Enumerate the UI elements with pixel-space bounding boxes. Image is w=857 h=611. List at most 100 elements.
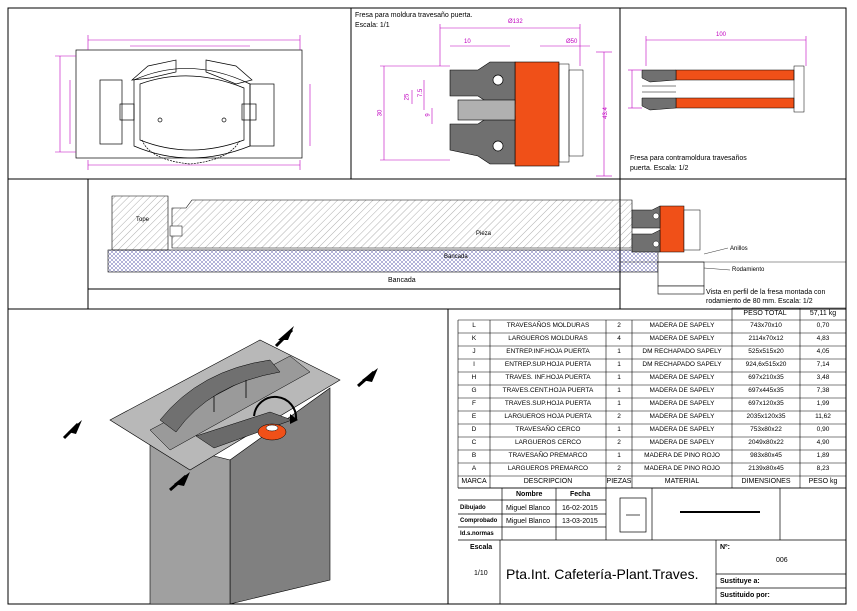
cell-material: DM RECHAPADO SAPELY xyxy=(642,361,722,368)
cell-dim: 2139x80x45 xyxy=(748,465,784,472)
cell-dim: 924,6x515x20 xyxy=(745,361,787,368)
cell-marca: A xyxy=(471,465,477,472)
cell-peso: 4,83 xyxy=(816,335,830,342)
cell-dim: 697x210x35 xyxy=(748,374,784,381)
moldura-caption-2: Escala: 1/1 xyxy=(355,22,390,29)
comprobado-label: Comprobado xyxy=(460,518,498,524)
cell-dim: 697x445x35 xyxy=(748,387,784,394)
sustituido-label: Sustituido por: xyxy=(720,592,770,599)
cell-piezas: 1 xyxy=(617,426,621,433)
cell-marca: D xyxy=(471,426,477,433)
cell-peso: 0,90 xyxy=(816,426,830,433)
cell-material: MADERA DE SAPELY xyxy=(649,322,715,329)
peso-total-label: PESO TOTAL xyxy=(743,310,787,317)
cell-material: DM RECHAPADO SAPELY xyxy=(642,348,722,355)
id-normas-label: Id.s.normas xyxy=(460,531,494,537)
header-marca: MARCA xyxy=(461,478,487,485)
cell-dim: 525x515x20 xyxy=(748,348,784,355)
vista-caption-2: rodamiento de 80 mm. Escala: 1/2 xyxy=(706,298,813,305)
header-material: MATERIAL xyxy=(664,478,700,485)
cell-marca: E xyxy=(471,413,477,420)
cell-dim: 2114x70x12 xyxy=(748,335,784,342)
cell-piezas: 4 xyxy=(617,335,621,342)
cell-piezas: 1 xyxy=(617,348,621,355)
comprobado-name: Miguel Blanco xyxy=(506,518,550,525)
cell-material: MADERA DE PINO ROJO xyxy=(644,452,720,459)
dim-d3: Ø50 xyxy=(566,39,578,45)
cell-desc: LARGUEROS PREMARCO xyxy=(507,465,589,472)
peso-total-value: 57,11 kg xyxy=(809,310,837,317)
cell-material: MADERA DE SAPELY xyxy=(649,439,715,446)
cell-material: MADERA DE SAPELY xyxy=(649,400,715,407)
cell-desc: LARGUEROS MOLDURAS xyxy=(508,335,588,342)
cell-piezas: 2 xyxy=(617,413,621,420)
cell-material: MADERA DE SAPELY xyxy=(649,413,715,420)
cell-desc: ENTREP.INF.HOJA PUERTA xyxy=(506,348,590,355)
cell-piezas: 1 xyxy=(617,361,621,368)
cell-marca: H xyxy=(471,374,477,381)
header-descripcion: DESCRIPCION xyxy=(523,478,573,485)
cell-peso: 1,99 xyxy=(816,400,830,407)
vista-caption-1: Vista en perfil de la fresa montada con xyxy=(706,289,826,296)
cell-dim: 2035x120x35 xyxy=(746,413,786,420)
cell-peso: 4,05 xyxy=(816,348,830,355)
cell-material: MADERA DE SAPELY xyxy=(649,335,715,342)
cell-marca: F xyxy=(472,400,476,407)
cell-desc: LARGUEROS CERCO xyxy=(514,439,582,446)
nombre-header: Nombre xyxy=(516,491,543,498)
bancada-inner-label: Bancada xyxy=(444,254,468,260)
comprobado-date: 13-03-2015 xyxy=(562,518,598,525)
cell-material: MADERA DE PINO ROJO xyxy=(644,465,720,472)
cell-peso: 0,70 xyxy=(816,322,830,329)
dibujado-date: 16-02-2015 xyxy=(562,505,598,512)
dim-d10: 100 xyxy=(716,32,727,38)
cell-marca: B xyxy=(471,452,477,459)
cell-peso: 7,14 xyxy=(816,361,830,368)
cell-marca: I xyxy=(473,361,475,368)
cell-piezas: 1 xyxy=(617,452,621,459)
cell-peso: 3,48 xyxy=(816,374,830,381)
dibujado-name: Miguel Blanco xyxy=(506,505,550,512)
dim-d1: Ø132 xyxy=(508,19,523,25)
numero-label: Nº: xyxy=(720,544,730,551)
cell-desc: LARGUEROS HOJA PUERTA xyxy=(504,413,592,420)
moldura-caption-1: Fresa para moldura travesaño puerta. xyxy=(355,12,473,19)
numero-value: 006 xyxy=(776,557,788,564)
cell-desc: TRAVES.SUP.HOJA PUERTA xyxy=(504,400,592,407)
cell-dim: 753x80x22 xyxy=(750,426,782,433)
cell-piezas: 2 xyxy=(617,322,621,329)
sustituye-label: Sustituye a: xyxy=(720,578,760,585)
contramoldura-caption-1: Fresa para contramoldura travesaños xyxy=(630,155,747,162)
header-dimensiones: DIMENSIONES xyxy=(741,478,791,485)
cell-marca: K xyxy=(471,335,477,342)
cell-peso: 1,89 xyxy=(816,452,830,459)
cell-material: MADERA DE SAPELY xyxy=(649,374,715,381)
cell-desc: TRAVES.CENT.HOJA PUERTA xyxy=(502,387,594,394)
cell-desc: TRAVESAÑO CERCO xyxy=(515,426,581,433)
dim-d2: 10 xyxy=(464,39,471,45)
cell-desc: TRAVES. INF.HOJA PUERTA xyxy=(505,374,591,381)
header-piezas: PIEZAS xyxy=(606,478,632,485)
cell-desc: TRAVESAÑOS MOLDURAS xyxy=(506,322,590,329)
cell-piezas: 1 xyxy=(617,387,621,394)
cell-material: MADERA DE SAPELY xyxy=(649,426,715,433)
cell-dim: 697x120x35 xyxy=(748,400,784,407)
cell-piezas: 1 xyxy=(617,374,621,381)
cell-marca: C xyxy=(471,439,477,446)
cell-material: MADERA DE SAPELY xyxy=(649,387,715,394)
cell-piezas: 2 xyxy=(617,439,621,446)
cell-marca: L xyxy=(472,322,476,329)
cell-peso: 4,90 xyxy=(816,439,830,446)
cell-marca: J xyxy=(472,348,476,355)
header-peso: PESO kg xyxy=(808,478,838,485)
cell-dim: 2049x80x22 xyxy=(748,439,784,446)
cell-piezas: 1 xyxy=(617,400,621,407)
cell-dim: 743x70x10 xyxy=(750,322,782,329)
cell-dim: 983x80x45 xyxy=(750,452,782,459)
